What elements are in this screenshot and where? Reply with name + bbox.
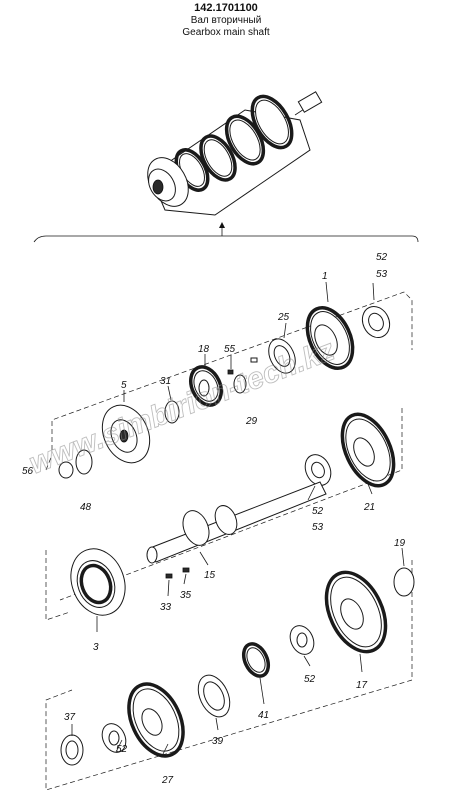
callout-55: 55 — [224, 344, 236, 355]
part-55 — [227, 369, 234, 375]
callout-15: 15 — [204, 570, 216, 581]
callout-53: 53 — [312, 522, 324, 533]
gear-27 — [127, 682, 185, 758]
gear-1 — [305, 306, 355, 370]
main-shaft-15 — [146, 481, 327, 564]
callout-29: 29 — [245, 416, 258, 427]
leader-lines — [71, 281, 405, 757]
gear-17 — [324, 570, 388, 654]
gear-41 — [241, 642, 271, 678]
callout-48: 48 — [80, 502, 92, 513]
callout-25: 25 — [277, 312, 290, 323]
callout-19: 19 — [394, 538, 406, 549]
part-number: 142.1701100 — [194, 2, 258, 14]
callout-56: 56 — [22, 466, 34, 477]
diagram-header: 142.1701100 Вал вторичный Gearbox main s… — [0, 2, 452, 39]
needle-bearing-top — [361, 305, 391, 339]
callout-41: 41 — [258, 710, 269, 721]
callout-39: 39 — [212, 736, 224, 747]
group-frame-top — [51, 291, 413, 450]
callout-53: 53 — [376, 269, 388, 280]
sleeve-37 — [60, 734, 84, 766]
callout-17: 17 — [356, 680, 368, 691]
ring-48 — [75, 449, 93, 475]
ring-29 — [233, 374, 247, 394]
callout-numbers: 52 53 1 25 18 55 31 29 5 56 48 52 53 21 … — [22, 252, 406, 786]
group-frame-bottom — [45, 560, 413, 791]
callout-21: 21 — [363, 502, 375, 513]
callout-1: 1 — [322, 271, 328, 282]
callout-18: 18 — [198, 344, 210, 355]
callout-52: 52 — [312, 506, 324, 517]
callout-31: 31 — [160, 376, 171, 387]
synchronizer-hub-3 — [70, 548, 126, 616]
needle-bearing-lower — [289, 625, 315, 655]
gear-18 — [189, 365, 223, 407]
key-33 — [165, 573, 173, 579]
group-frame-middle — [59, 408, 403, 601]
watermark: www.simbirion-tech.kz — [25, 334, 339, 481]
ring-31 — [164, 400, 180, 424]
gear-21 — [340, 412, 396, 488]
synchronizer-5 — [101, 404, 151, 464]
key-35 — [182, 567, 190, 573]
callout-33: 33 — [160, 602, 172, 613]
callout-5: 5 — [121, 380, 127, 391]
callout-52: 52 — [116, 744, 128, 755]
callout-35: 35 — [180, 590, 192, 601]
washer-19 — [393, 567, 415, 597]
title-english: Gearbox main shaft — [182, 27, 270, 38]
needle-bearing-bottom — [101, 723, 127, 753]
callout-52: 52 — [304, 674, 316, 685]
title-russian: Вал вторичный — [190, 15, 262, 26]
callout-27: 27 — [161, 775, 174, 786]
callout-3: 3 — [93, 642, 99, 653]
assembly-arrow — [33, 222, 419, 243]
ring-56 — [58, 461, 74, 479]
callout-37: 37 — [64, 712, 76, 723]
needle-bearing-middle — [304, 454, 332, 486]
ring-25 — [268, 338, 296, 374]
assembled-main-shaft — [147, 91, 323, 216]
ring-39 — [197, 674, 231, 718]
callout-52: 52 — [376, 252, 388, 263]
